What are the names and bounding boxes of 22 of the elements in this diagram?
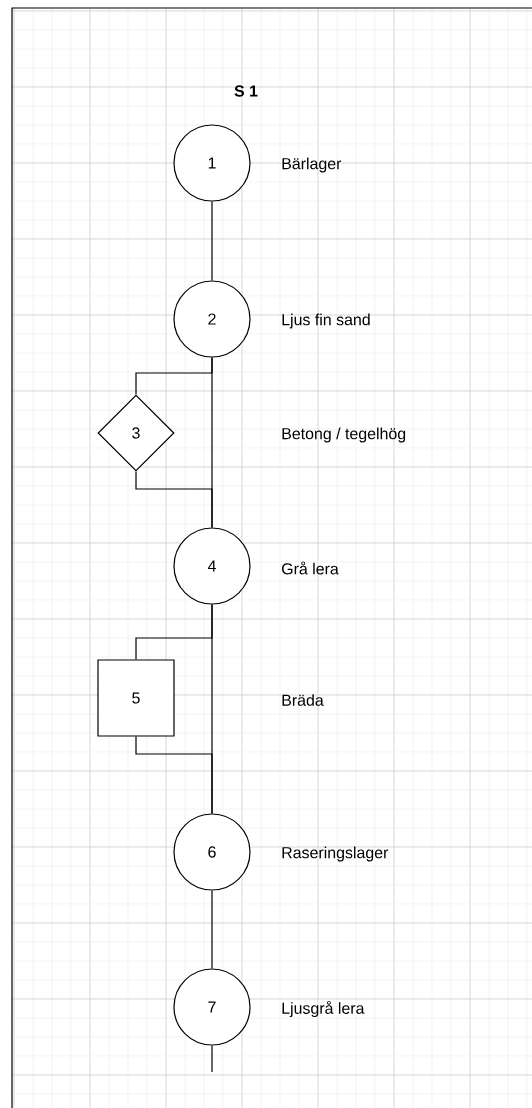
layer-label: Bärlager [282, 157, 342, 173]
layer-label: Bräda [282, 694, 324, 706]
layer-label: Betong / tegelhög [282, 427, 406, 443]
square-node: 5 [97, 659, 175, 737]
diamond-node: 3 [97, 394, 175, 472]
layer-label: Ljus fin sand [282, 313, 370, 329]
circle-node: 7 [173, 968, 251, 1046]
connector-line [211, 890, 213, 969]
title: S 1 [234, 85, 258, 97]
circle-node: 4 [173, 527, 251, 605]
connector-line [135, 604, 213, 660]
connector-line [135, 471, 213, 528]
circle-node: 2 [173, 280, 251, 358]
layer-label: Raseringslager [282, 846, 389, 862]
layer-label: Ljusgrå lera [282, 1000, 365, 1018]
circle-node: 1 [173, 124, 251, 202]
connector-line [211, 1045, 213, 1073]
connector-line [135, 736, 213, 814]
connector-line [211, 201, 213, 281]
layer-label: Grå lera [282, 561, 339, 575]
connector-line [135, 357, 213, 395]
circle-node: 6 [173, 813, 251, 891]
